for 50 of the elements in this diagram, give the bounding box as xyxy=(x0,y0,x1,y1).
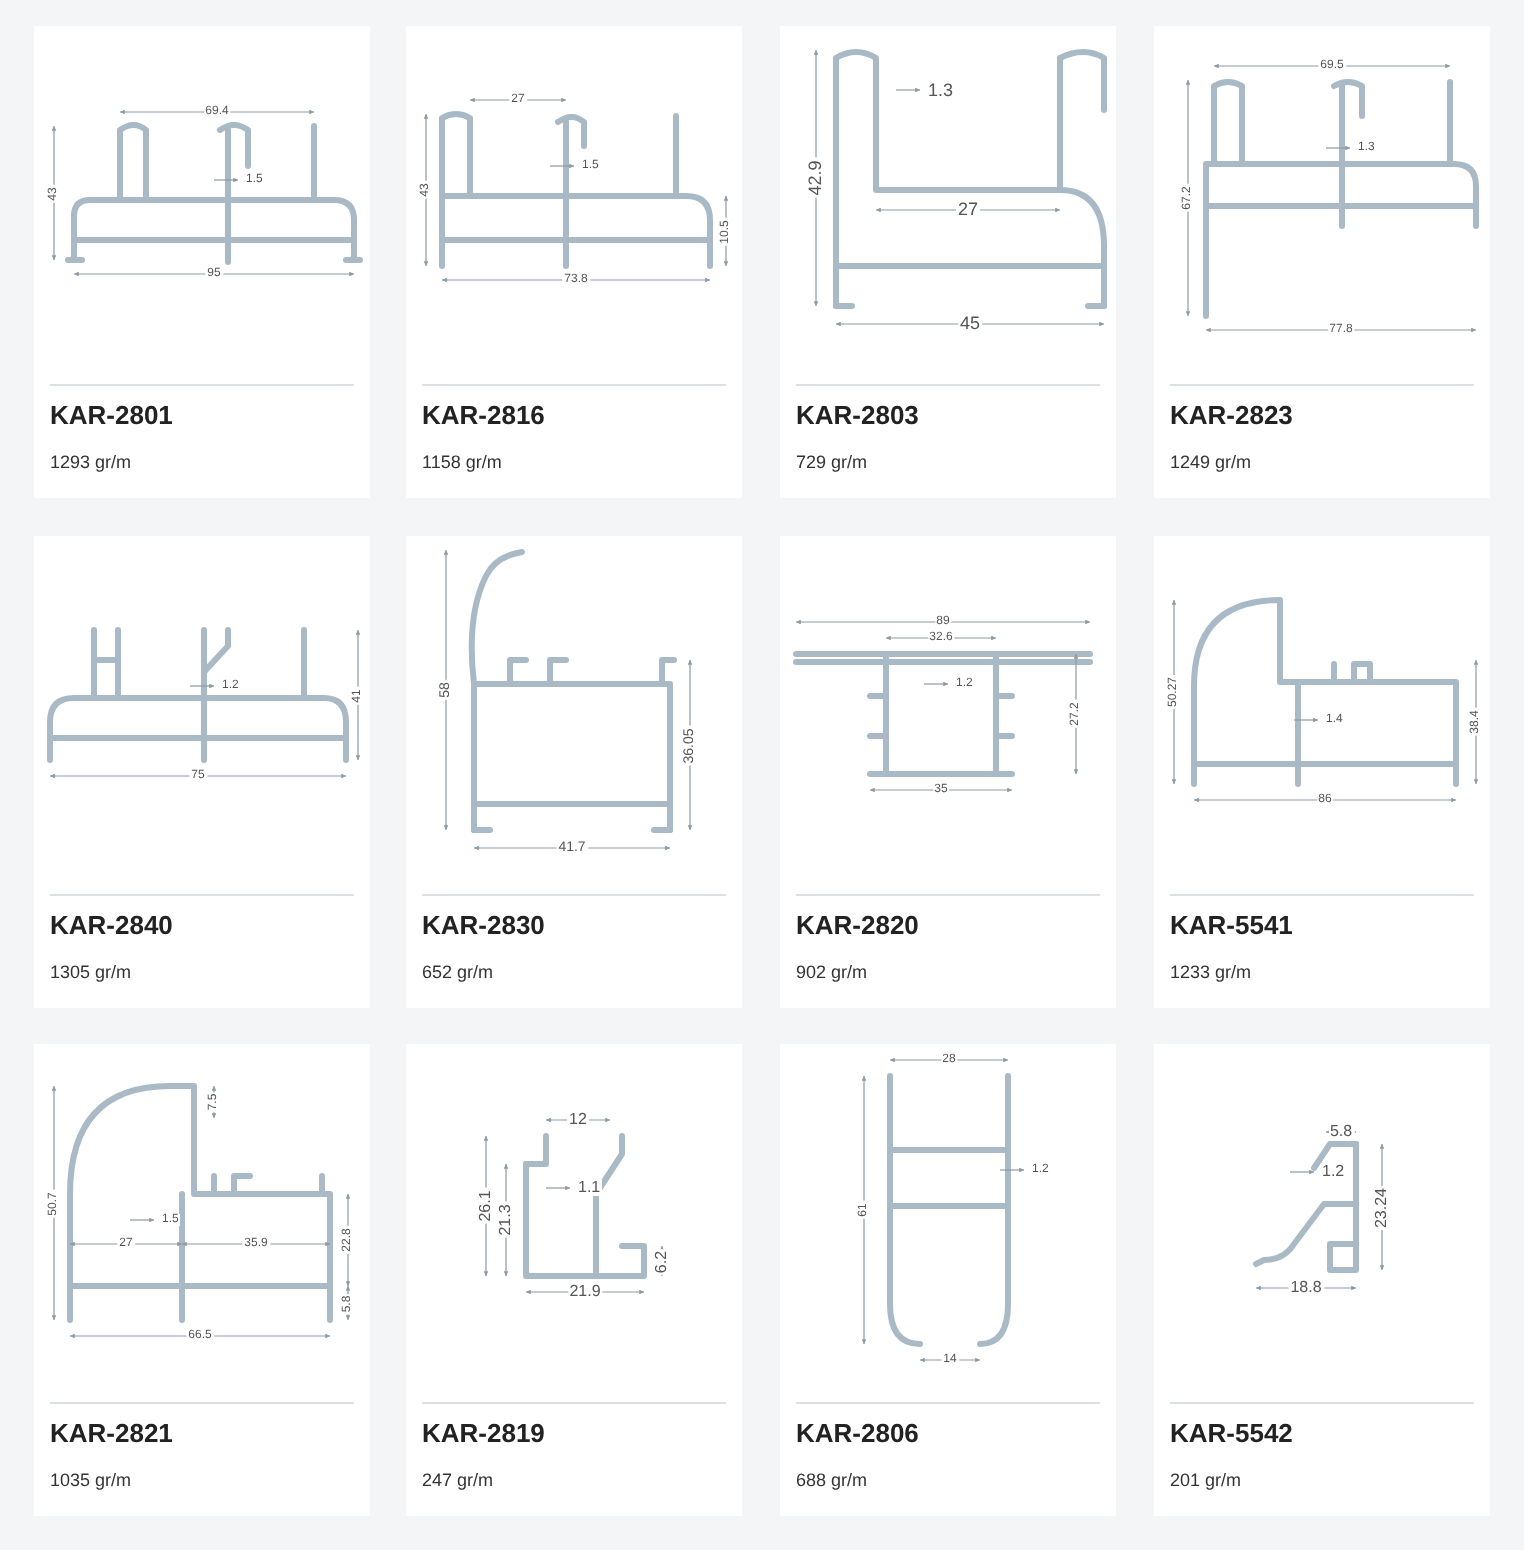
dimension-label: 1.3 xyxy=(926,81,956,99)
product-card xyxy=(780,536,1116,1008)
product-weight: 1035 gr/m xyxy=(50,1470,132,1490)
dimension-label: 27 xyxy=(956,201,980,219)
product-code: KAR-2821 xyxy=(50,1418,173,1448)
product-code: KAR-2801 xyxy=(50,400,173,430)
dimension-label: 42.9 xyxy=(807,158,825,198)
product-card xyxy=(1154,1044,1490,1516)
product-weight: 201 gr/m xyxy=(1170,1470,1242,1490)
product-card xyxy=(1154,26,1490,498)
product-weight: 902 gr/m xyxy=(796,962,868,982)
dimension-label: 1.1 xyxy=(576,1180,603,1196)
product-weight: 1305 gr/m xyxy=(50,962,132,982)
product-code: KAR-2830 xyxy=(422,910,545,940)
product-weight: 729 gr/m xyxy=(796,452,868,472)
product-card xyxy=(34,26,370,498)
dimension-label: 1.2 xyxy=(1320,1164,1347,1180)
dimension-label: 45 xyxy=(958,315,982,333)
product-card xyxy=(34,536,370,1008)
dimension-label: 5.8 xyxy=(1327,1124,1355,1140)
product-code: KAR-2819 xyxy=(422,1418,545,1448)
dimension-label: 6.2 xyxy=(654,1247,670,1275)
product-weight: 1249 gr/m xyxy=(1170,452,1252,472)
product-code: KAR-5542 xyxy=(1170,1418,1293,1448)
product-card xyxy=(780,1044,1116,1516)
product-card xyxy=(406,536,742,1008)
product-code: KAR-5541 xyxy=(1170,910,1293,940)
product-weight: 1158 gr/m xyxy=(422,452,502,472)
dimension-label: 18.8 xyxy=(1288,1280,1324,1296)
dimension-label: 23.24 xyxy=(1374,1184,1390,1230)
product-code: KAR-2806 xyxy=(796,1418,919,1448)
product-weight: 1233 gr/m xyxy=(1170,962,1252,982)
product-card xyxy=(1154,536,1490,1008)
product-weight: 1293 gr/m xyxy=(50,452,132,472)
dimension-label: 12 xyxy=(567,1112,589,1128)
dimension-label: 26.1 xyxy=(478,1188,494,1224)
product-weight: 247 gr/m xyxy=(422,1470,494,1490)
product-code: KAR-2816 xyxy=(422,400,545,430)
product-card xyxy=(34,1044,370,1516)
product-code: KAR-2820 xyxy=(796,910,919,940)
product-weight: 688 gr/m xyxy=(796,1470,868,1490)
dimension-label: 21.9 xyxy=(567,1284,603,1300)
product-code: KAR-2840 xyxy=(50,910,173,940)
product-card xyxy=(780,26,1116,498)
product-card xyxy=(406,1044,742,1516)
dimension-label: 21.3 xyxy=(498,1202,514,1238)
product-code: KAR-2823 xyxy=(1170,400,1293,430)
product-code: KAR-2803 xyxy=(796,400,919,430)
product-card xyxy=(406,26,742,498)
product-weight: 652 gr/m xyxy=(422,962,494,982)
